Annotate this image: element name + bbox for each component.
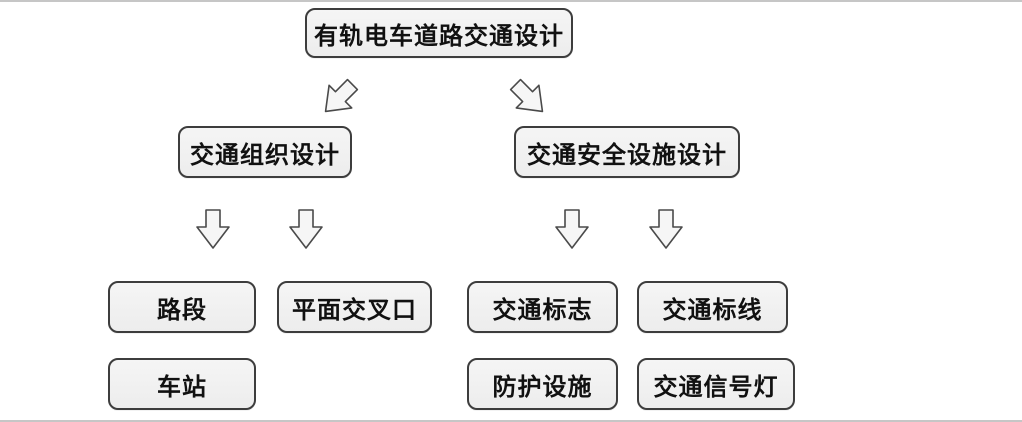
node-road-section: 路段 [108, 281, 256, 333]
down-left-arrow-icon [313, 72, 365, 124]
node-traffic-organization-design: 交通组织设计 [178, 126, 352, 178]
node-traffic-signs-label: 交通标志 [492, 296, 593, 324]
top-border-line [0, 0, 1022, 2]
node-protective-facilities-label: 防护设施 [492, 373, 593, 401]
down-arrow-icon [555, 209, 589, 249]
node-at-grade-intersection-label: 平面交叉口 [292, 296, 417, 324]
node-traffic-signal-lights-label: 交通信号灯 [653, 373, 779, 401]
node-traffic-safety-facility-design: 交通安全设施设计 [514, 126, 740, 178]
node-traffic-signs: 交通标志 [467, 281, 618, 333]
bottom-border-line [0, 420, 1022, 422]
node-traffic-markings: 交通标线 [637, 281, 788, 333]
node-traffic-organization-design-label: 交通组织设计 [190, 141, 340, 169]
node-root: 有轨电车道路交通设计 [305, 8, 573, 58]
node-protective-facilities: 防护设施 [467, 358, 618, 410]
down-arrow-icon [196, 209, 230, 249]
node-traffic-signal-lights: 交通信号灯 [637, 358, 795, 410]
down-arrow-icon [289, 209, 323, 249]
down-arrow-icon [649, 209, 683, 249]
node-traffic-safety-facility-design-label: 交通安全设施设计 [527, 141, 727, 169]
node-traffic-markings-label: 交通标线 [662, 296, 763, 324]
node-station-label: 车站 [157, 373, 207, 401]
node-station: 车站 [108, 358, 256, 410]
node-at-grade-intersection: 平面交叉口 [277, 281, 432, 333]
down-right-arrow-icon [503, 72, 555, 124]
node-road-section-label: 路段 [157, 296, 207, 324]
node-root-label: 有轨电车道路交通设计 [314, 22, 564, 50]
